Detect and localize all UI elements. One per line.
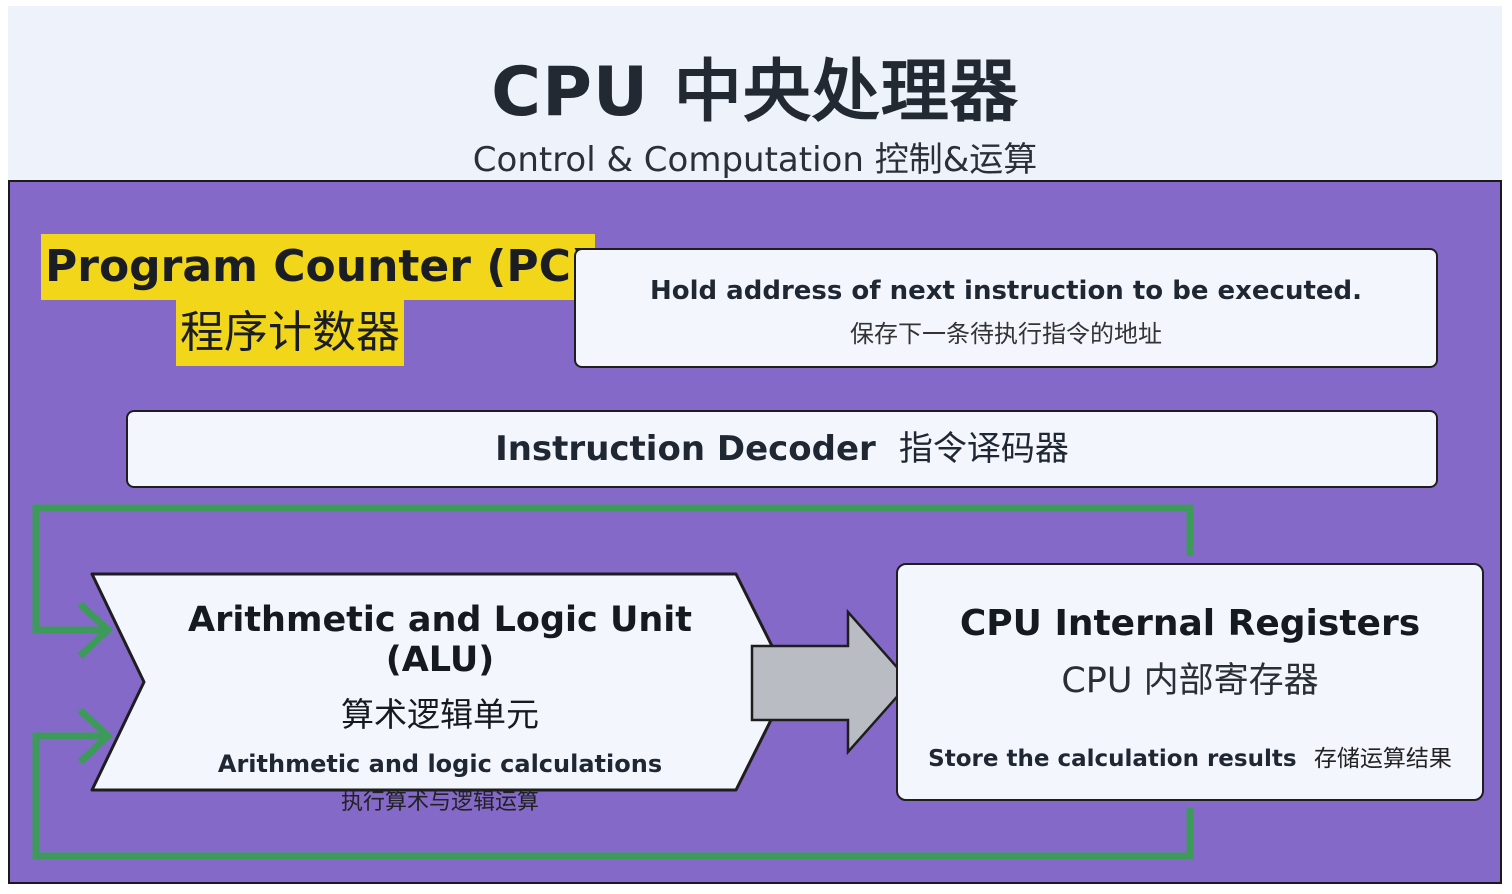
instruction-decoder-box: Instruction Decoder 指令译码器 <box>126 410 1438 488</box>
loop-arrow-bottom <box>32 732 1194 860</box>
registers-box: CPU Internal Registers CPU 内部寄存器 Store t… <box>896 563 1484 801</box>
alu-content: Arithmetic and Logic Unit (ALU) 算术逻辑单元 A… <box>150 600 730 816</box>
flow-arrow <box>750 608 912 756</box>
loop-arrow-bottom-head <box>77 707 114 765</box>
program-counter-box: Hold address of next instruction to be e… <box>574 248 1438 368</box>
registers-title-zh: CPU 内部寄存器 <box>1061 661 1319 701</box>
alu-title-zh: 算术逻辑单元 <box>341 695 539 734</box>
instruction-decoder-label: Instruction Decoder <box>495 429 876 469</box>
alu-description: Arithmetic and logic calculations <box>217 750 663 778</box>
header: CPU 中央处理器 Control & Computation 控制&运算 <box>8 6 1502 180</box>
registers-description-row: Store the calculation results 存储运算结果 <box>898 739 1482 773</box>
loop-arrow-top-head <box>77 601 114 659</box>
registers-description-zh: 存储运算结果 <box>1313 746 1452 772</box>
program-counter-description-zh: 保存下一条待执行指令的地址 <box>850 320 1162 348</box>
alu-shape <box>90 572 792 792</box>
page-subtitle: Control & Computation 控制&运算 <box>472 140 1038 180</box>
page-title: CPU 中央处理器 <box>491 53 1019 132</box>
program-counter-title: Program Counter (PC) <box>41 234 596 300</box>
registers-title: CPU Internal Registers <box>959 603 1421 644</box>
alu-description-zh: 执行算术与逻辑运算 <box>340 790 539 815</box>
registers-description: Store the calculation results <box>928 746 1297 772</box>
instruction-decoder-label-zh: 指令译码器 <box>898 429 1069 469</box>
program-counter-description: Hold address of next instruction to be e… <box>649 276 1363 306</box>
loop-arrow-top <box>32 504 1194 634</box>
alu-title: Arithmetic and Logic Unit (ALU) <box>187 600 693 680</box>
program-counter-title-zh: 程序计数器 <box>176 300 404 366</box>
